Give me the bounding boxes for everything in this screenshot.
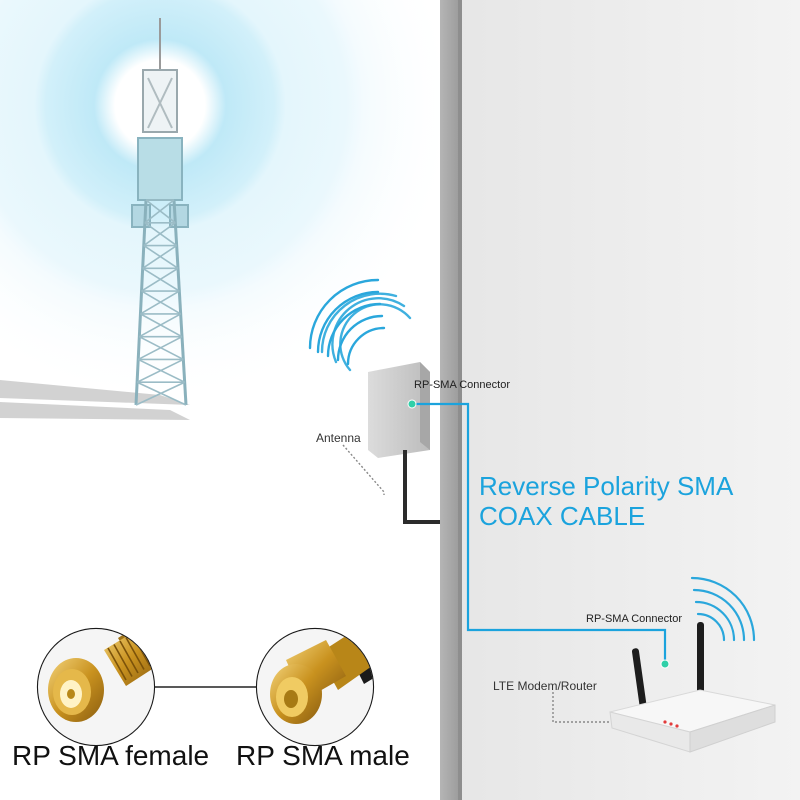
cable-title-line2: COAX CABLE (479, 501, 646, 531)
rp-sma-connector-label-router: RP-SMA Connector (586, 613, 682, 625)
connector-thread (143, 629, 154, 660)
tower-lattice-strut (141, 267, 179, 292)
rp-sma-male-label: RP SMA male (236, 740, 410, 771)
router-icon (609, 622, 776, 753)
connector-dots (407, 399, 670, 669)
rp-sma-female-label: RP SMA female (12, 740, 210, 771)
tower-lattice-strut (136, 358, 184, 383)
tower-lattice-strut (137, 335, 183, 361)
rp-sma-connector-label-antenna: RP-SMA Connector (414, 379, 510, 391)
tower-shadow (0, 380, 190, 420)
tower-lattice-strut (138, 313, 182, 338)
leader-lines (342, 444, 610, 723)
cell-tower-icon (131, 18, 189, 406)
building-wall (440, 0, 800, 800)
connector-thread (119, 640, 139, 674)
cable-title-line1: Reverse Polarity SMA (479, 471, 734, 501)
router-label: LTE Modem/Router (493, 679, 597, 693)
connector-thread (113, 644, 133, 677)
antenna-label: Antenna (316, 431, 361, 445)
tower-lattice-strut (142, 244, 178, 269)
rp-sma-male-icon (255, 627, 375, 747)
signal-glow (0, 0, 480, 425)
rp-sma-female-icon (36, 627, 156, 747)
signal-waves-icon (308, 278, 412, 372)
tower-lattice-strut (140, 290, 180, 315)
coax-cable (412, 402, 667, 660)
connector-thread (125, 637, 145, 670)
connector-thread (107, 647, 127, 681)
tower-lattice-strut (143, 222, 176, 247)
tower-lattice-strut (135, 381, 186, 406)
tower-lattice-strut (144, 199, 175, 224)
router-waves-icon (690, 576, 756, 642)
panel-antenna-icon (368, 362, 440, 524)
